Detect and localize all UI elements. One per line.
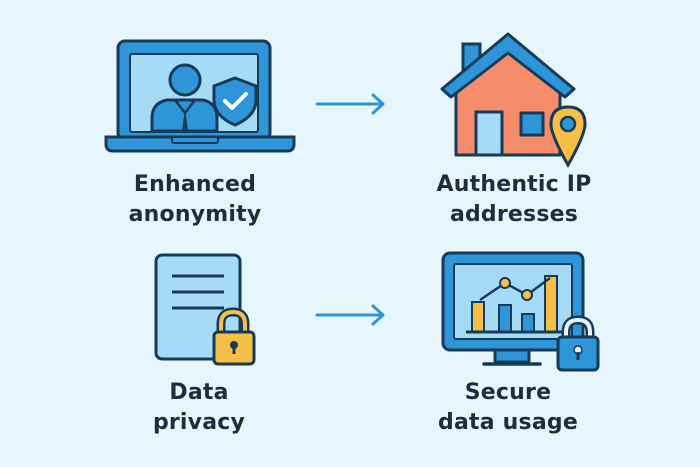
label-line: Data — [169, 380, 229, 405]
label-line: anonymity — [128, 202, 262, 227]
item-authentic-ip: Authentic IP addresses — [420, 30, 620, 230]
label-data-privacy: Data privacy — [100, 378, 298, 438]
monitor-chart-lock-icon — [441, 251, 600, 372]
chart-point — [521, 289, 533, 301]
user-head — [168, 63, 202, 97]
chart-bar — [544, 275, 558, 333]
item-secure-data-usage: Secure data usage — [420, 250, 620, 450]
label-line: Authentic IP — [436, 172, 592, 197]
shield-icon — [212, 76, 258, 127]
label-line: Secure — [464, 380, 552, 405]
document-lock-icon — [154, 253, 256, 366]
chart-point — [499, 277, 511, 289]
chart-bar — [521, 313, 535, 333]
chart-bar — [498, 304, 512, 333]
label-enhanced-anonymity: Enhanced anonymity — [100, 170, 290, 230]
label-line: privacy — [152, 410, 246, 435]
label-line: Enhanced — [133, 172, 257, 197]
label-authentic-ip: Authentic IP addresses — [414, 170, 614, 230]
label-line: data usage — [438, 410, 578, 435]
house-location-pin-icon — [440, 32, 587, 169]
arrow-right-icon — [315, 304, 385, 326]
location-pin-icon — [549, 105, 587, 169]
laptop-user-shield-icon — [104, 39, 296, 153]
chart-bar — [471, 301, 485, 333]
label-line: addresses — [449, 202, 579, 227]
padlock-icon — [212, 307, 256, 366]
arrow-right-icon — [315, 93, 385, 115]
item-enhanced-anonymity: Enhanced anonymity — [100, 30, 300, 230]
label-secure-data-usage: Secure data usage — [408, 378, 608, 438]
padlock-icon — [556, 315, 600, 372]
item-data-privacy: Data privacy — [100, 250, 300, 450]
